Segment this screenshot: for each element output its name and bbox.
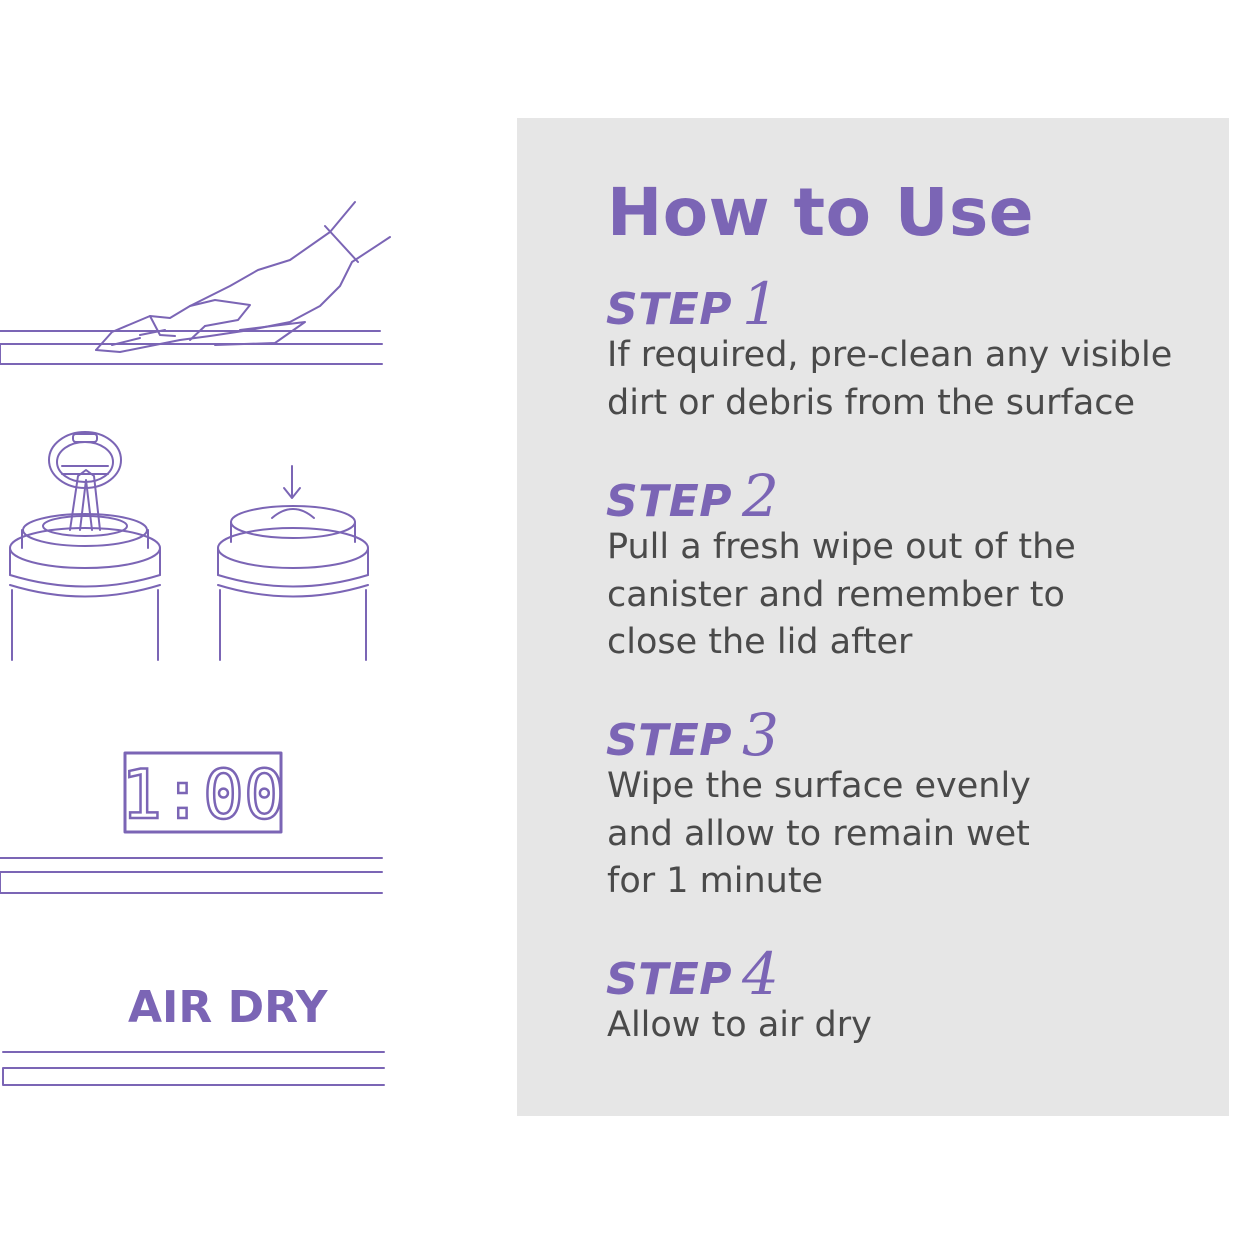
hand-wiping-icon: [0, 201, 391, 365]
step-heading: STEP 1: [606, 270, 1206, 338]
step-number: 3: [742, 701, 779, 769]
open-canister-icon: [9, 431, 161, 661]
air-dry-label: AIR DRY: [128, 982, 328, 1033]
step-description: Wipe the surface evenly and allow to rem…: [607, 766, 1031, 901]
step-label: STEP: [606, 954, 733, 1005]
surface-shelf-icon: [0, 857, 383, 894]
step-number: 1: [742, 270, 779, 338]
step-heading: STEP 4: [606, 940, 1206, 1008]
timer-display: 1:00: [121, 756, 285, 835]
step-description: If required, pre-clean any visible dirt …: [607, 335, 1173, 423]
step-number: 4: [742, 940, 779, 1008]
step-description: Pull a fresh wipe out of the canister an…: [607, 527, 1076, 662]
step-1: STEP 1 If required, pre-clean any visibl…: [606, 270, 1206, 427]
illustrations: 1:00: [0, 201, 391, 1086]
step-4: STEP 4 Allow to air dry: [606, 940, 1206, 1050]
step-2: STEP 2 Pull a fresh wipe out of the cani…: [606, 462, 1206, 667]
step-label: STEP: [606, 284, 733, 335]
step-label: STEP: [606, 715, 733, 766]
air-dry-shelf-icon: [2, 1051, 385, 1086]
step-description: Allow to air dry: [607, 1005, 872, 1045]
closed-canister-icon: [217, 465, 369, 661]
step-heading: STEP 3: [606, 701, 1206, 769]
instructions-panel: How to Use STEP 1 If required, pre-clean…: [517, 118, 1229, 1116]
step-label: STEP: [606, 476, 733, 527]
timer-icon: [123, 751, 283, 834]
step-3: STEP 3 Wipe the surface evenly and allow…: [606, 701, 1206, 906]
page-title: How to Use: [607, 174, 1035, 251]
step-number: 2: [742, 462, 779, 530]
step-heading: STEP 2: [606, 462, 1206, 530]
